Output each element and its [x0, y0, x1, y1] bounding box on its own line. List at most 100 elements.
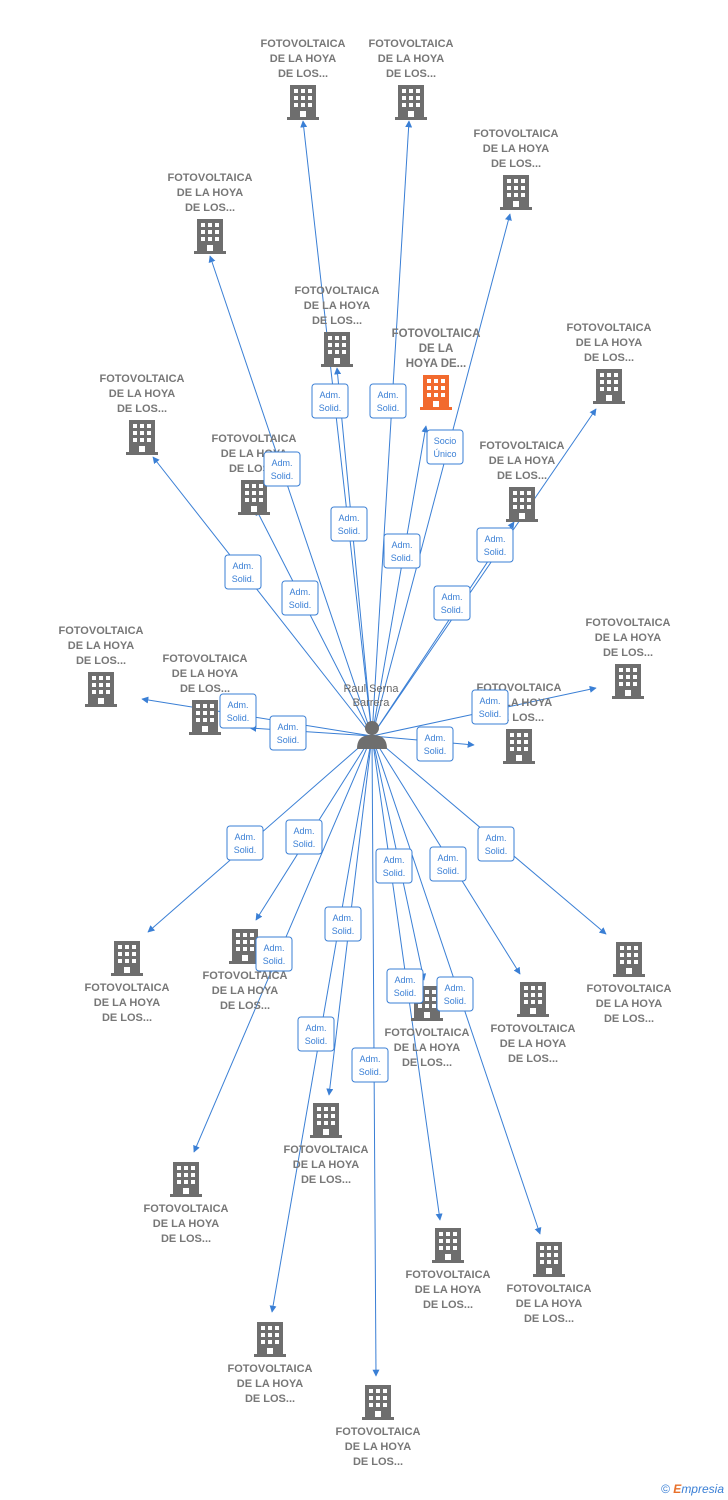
- building-icon: [613, 942, 645, 977]
- company-label-line: FOTOVOLTAICA: [369, 38, 454, 50]
- building-icon: [362, 1385, 394, 1420]
- edge-role-text: Solid.: [391, 553, 414, 563]
- company-label-line: FOTOVOLTAICA: [168, 172, 253, 184]
- company-label-line: FOTOVOLTAICA: [295, 285, 380, 297]
- edge-role-text: Socio: [434, 436, 457, 446]
- brand-logo-e: E: [673, 1482, 682, 1496]
- company-label-line: DE LOS...: [402, 1057, 452, 1069]
- company-label-line: DE LA HOYA: [109, 388, 175, 400]
- building-icon: [500, 175, 532, 210]
- edge-role-text: Adm.: [484, 534, 505, 544]
- edge-role-label: Adm.Solid.: [369, 383, 407, 419]
- edge-role-text: Adm.: [359, 1054, 380, 1064]
- company-label-line: DE LOS...: [161, 1233, 211, 1245]
- edge-role-text: Adm.: [391, 540, 412, 550]
- company-label-line: FOTOVOLTAICA: [203, 970, 288, 982]
- edge-role-label: Adm.Solid.: [330, 506, 368, 542]
- person-node[interactable]: Raul Serna Barrera: [343, 683, 399, 749]
- edge-role-text: Adm.: [234, 832, 255, 842]
- company-label-line: FOTOVOLTAICA: [392, 328, 481, 340]
- edge-role-text: Solid.: [437, 866, 460, 876]
- building-icon: [420, 375, 452, 410]
- edge-role-text: Adm.: [383, 855, 404, 865]
- edge-role-label: Adm.Solid.: [219, 693, 257, 729]
- edge-role-text: Solid.: [319, 403, 342, 413]
- person-icon: [357, 721, 387, 749]
- building-icon: [126, 420, 158, 455]
- company-label-line: DE LOS...: [220, 1000, 270, 1012]
- edge-role-text: Solid.: [424, 746, 447, 756]
- edge-role-text: Adm.: [424, 733, 445, 743]
- company-label-line: DE LA HOYA: [500, 1038, 566, 1050]
- edge-role-text: Solid.: [338, 526, 361, 536]
- edge-role-text: Solid.: [332, 926, 355, 936]
- edge-role-text: Solid.: [271, 471, 294, 481]
- edge-role-text: Adm.: [377, 390, 398, 400]
- edge-role-label: Adm.Solid.: [476, 527, 514, 563]
- edge-role-label: Adm.Solid.: [436, 976, 474, 1012]
- edge-role-text: Adm.: [289, 587, 310, 597]
- edge-role-text: Solid.: [277, 735, 300, 745]
- company-label-line: DE LA HOYA: [304, 300, 370, 312]
- company-label-line: DE LOS...: [245, 1393, 295, 1405]
- company-label-line: DE LOS...: [76, 655, 126, 667]
- building-icon: [194, 219, 226, 254]
- edge-role-text: Adm.: [444, 983, 465, 993]
- company-label-line: DE LA HOYA: [212, 985, 278, 997]
- company-label-line: DE LA HOYA: [270, 53, 336, 65]
- edge-role-label: Adm.Solid.: [386, 968, 424, 1004]
- edge-role-text: Solid.: [289, 600, 312, 610]
- company-label-line: FOTOVOLTAICA: [586, 617, 671, 629]
- edge-role-label: Adm.Solid.: [311, 383, 349, 419]
- company-label-line: DE LOS...: [491, 158, 541, 170]
- edge-role-label: Adm. Solid.: [383, 533, 421, 569]
- company-label-line: DE LOS...: [508, 1053, 558, 1065]
- building-icon: [310, 1103, 342, 1138]
- edge-role-text: Adm.: [441, 592, 462, 602]
- company-node[interactable]: FOTOVOLTAICA DE LA HOYA DE LOS...: [203, 929, 288, 1012]
- company-label-line: DE LOS...: [301, 1174, 351, 1186]
- company-label-line: DE LA HOYA: [293, 1159, 359, 1171]
- company-label-line: DE LOS...: [423, 1299, 473, 1311]
- company-label-line: DE LA HOYA: [596, 998, 662, 1010]
- edge-6: [371, 408, 597, 737]
- edge-role-text: Solid.: [383, 868, 406, 878]
- building-icon: [321, 332, 353, 367]
- edge-role-text: Solid.: [232, 574, 255, 584]
- edge-role-text: Adm.: [293, 826, 314, 836]
- person-name-line1: Raul Serna: [343, 683, 399, 695]
- edge-0: [300, 120, 373, 737]
- edge-8: [255, 508, 373, 737]
- edge-role-label: Adm. Solid.: [416, 726, 454, 762]
- company-label-line: DE LA HOYA: [516, 1298, 582, 1310]
- edge-role-text: Solid.: [441, 605, 464, 615]
- edge-role-text: Solid.: [485, 846, 508, 856]
- company-label-line: DE LOS...: [386, 68, 436, 80]
- edge-role-label: Adm.Solid.: [324, 906, 362, 942]
- company-label-line: FOTOVOLTAICA: [336, 1426, 421, 1438]
